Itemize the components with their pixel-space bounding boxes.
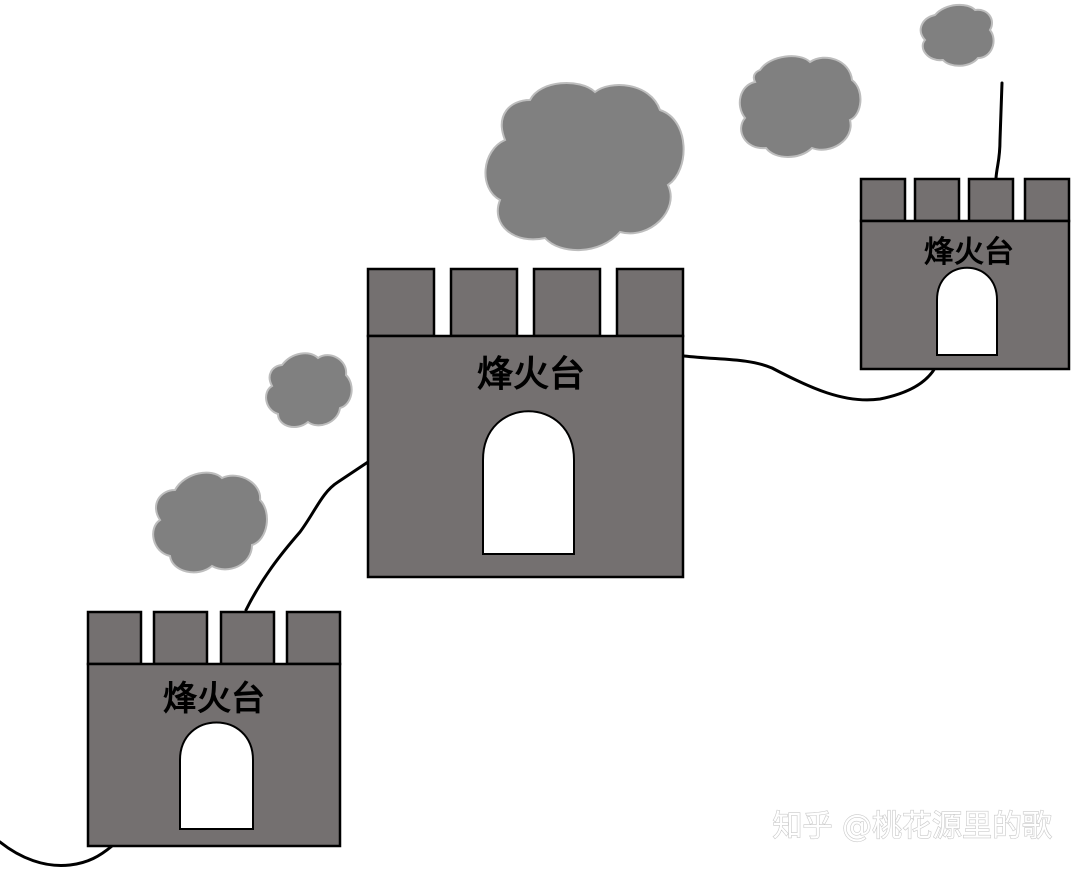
tower-door — [179, 721, 254, 830]
battlement — [86, 610, 143, 666]
watermark: 知乎 @桃花源里的歌 — [772, 809, 1052, 844]
wall-line-left — [0, 840, 114, 868]
battlement — [1023, 177, 1071, 223]
tower-label: 烽火台 — [163, 679, 265, 719]
wall-line-upper — [994, 81, 1004, 180]
beacon-tower-2: 烽火台 — [366, 267, 685, 579]
tower-label: 烽火台 — [924, 235, 1014, 270]
battlement — [615, 267, 685, 338]
battlement — [913, 177, 961, 223]
battlement — [285, 610, 342, 666]
smoke-cloud-lower — [152, 471, 268, 574]
battlement — [967, 177, 1015, 223]
beacon-tower-1: 烽火台 — [86, 610, 342, 848]
tower-door — [936, 266, 998, 356]
smoke-cloud-large — [484, 82, 685, 251]
battlement — [152, 610, 209, 666]
tower-door — [482, 410, 575, 555]
battlement — [366, 267, 436, 338]
smoke-cloud-upper-middle — [738, 55, 862, 158]
battlement — [219, 610, 276, 666]
beacon-tower-3: 烽火台 — [859, 177, 1071, 371]
tower-label: 烽火台 — [477, 354, 585, 395]
battlement — [532, 267, 602, 338]
battlement — [859, 177, 907, 223]
smoke-cloud-top-right — [919, 3, 995, 67]
wall-line-lower — [244, 460, 370, 612]
wall-line-middle — [682, 354, 937, 402]
smoke-cloud-small-middle — [265, 352, 353, 429]
battlement — [449, 267, 519, 338]
